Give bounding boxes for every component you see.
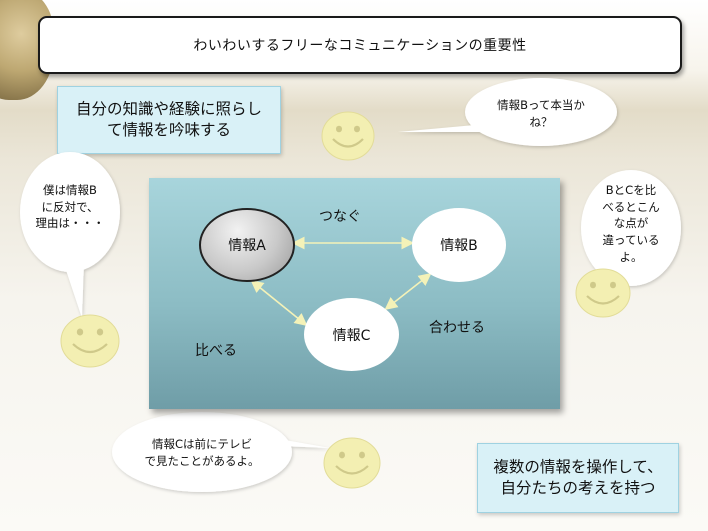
- bottom-box-line-1: 複数の情報を操作して、: [493, 458, 663, 477]
- bubble-right-line-3: な点が: [613, 216, 649, 231]
- bubble-text-right: BとCを比 べるとこん な点が 違っている よ。: [595, 182, 667, 265]
- speech-bubble-top-right: [398, 78, 617, 146]
- label-combine: 合わせる: [429, 320, 485, 336]
- node-information-b: 情報B: [412, 208, 506, 282]
- bubble-text-bottom: 情報Cは前にテレビ で見たことがあるよ。: [127, 436, 277, 469]
- smiley-face-icon: [575, 268, 631, 318]
- slide-title-text: わいわいするフリーなコミュニケーションの重要性: [193, 38, 527, 54]
- bottom-box-line-2: 自分たちの考えを持つ: [500, 479, 656, 497]
- label-connect: つなぐ: [319, 209, 361, 225]
- bubble-right-line-5: よ。: [619, 249, 643, 264]
- speech-bubble-left: [20, 152, 120, 318]
- smiley-face-icon: [321, 111, 375, 161]
- label-compare: 比べる: [195, 343, 237, 359]
- bubble-left-line-2: に反対で、: [41, 199, 99, 214]
- bubble-top-right-line-1: 情報Bって本当か: [497, 98, 585, 112]
- diagram-arrows: [250, 236, 432, 327]
- bubble-text-left: 僕は情報B に反対で、 理由は・・・: [30, 182, 110, 232]
- slide-title: わいわいするフリーなコミュニケーションの重要性: [38, 16, 682, 74]
- bubble-top-right-line-2: ね？: [529, 114, 553, 129]
- speech-bubble-right: [581, 170, 681, 286]
- bubble-left-line-1: 僕は情報B: [43, 183, 97, 197]
- node-a-label: 情報A: [228, 238, 266, 254]
- bottom-info-box: 複数の情報を操作して、 自分たちの考えを持つ: [477, 443, 679, 513]
- bubble-bottom-line-1: 情報Cは前にテレビ: [151, 437, 253, 451]
- smiley-face-icon: [60, 314, 120, 368]
- bubble-text-top-right: 情報Bって本当か ね？: [485, 97, 597, 130]
- top-box-line-2: て情報を吟味する: [106, 121, 231, 139]
- bubble-left-line-3: 理由は・・・: [35, 216, 105, 231]
- node-c-label: 情報C: [332, 327, 371, 344]
- arrow-a-c: [250, 279, 308, 327]
- top-box-line-1: 自分の知識や経験に照らし: [75, 100, 262, 119]
- node-information-a: 情報A: [199, 208, 295, 282]
- smiley-face-icon: [323, 437, 381, 489]
- bubble-right-line-1: BとCを比: [605, 183, 657, 197]
- speech-bubble-bottom: [112, 412, 330, 492]
- bubble-right-line-2: べるとこん: [602, 199, 660, 214]
- node-information-c: 情報C: [304, 298, 399, 371]
- node-b-label: 情報B: [440, 238, 478, 254]
- top-info-box: 自分の知識や経験に照らし て情報を吟味する: [57, 86, 281, 154]
- bubble-bottom-line-2: で見たことがあるよ。: [144, 453, 260, 468]
- information-diagram: 情報A 情報B 情報C つなぐ 合わせる 比べる: [149, 178, 560, 409]
- arrow-b-c: [384, 273, 432, 310]
- bubble-right-line-4: 違っている: [602, 233, 660, 248]
